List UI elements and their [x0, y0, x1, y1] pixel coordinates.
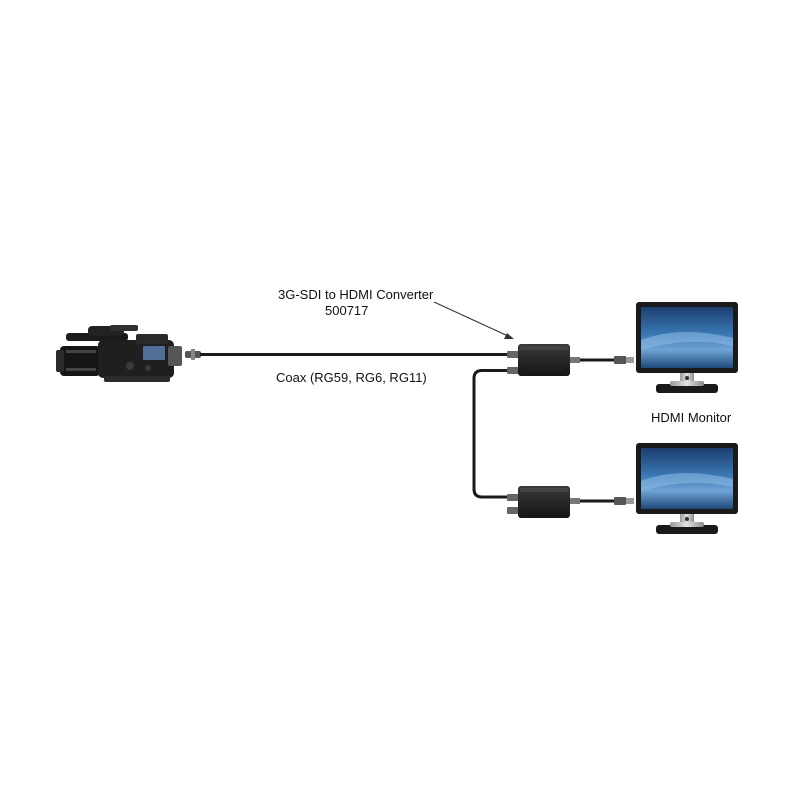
camera-sdi-connector — [185, 349, 201, 360]
hdmi-cable-1 — [570, 356, 634, 364]
camcorder-icon — [56, 325, 182, 382]
coax-cable-label: Coax (RG59, RG6, RG11) — [276, 370, 427, 385]
converter-part-number-label: 500717 — [325, 303, 369, 318]
converter-name-label: 3G-SDI to HDMI Converter — [278, 287, 434, 302]
monitor-label: HDMI Monitor — [651, 410, 732, 425]
hdmi-cable-2 — [570, 497, 634, 505]
converter-box-icon — [507, 486, 570, 518]
converter-pointer-arrow — [433, 301, 514, 339]
converter-box-icon — [507, 344, 570, 376]
coax-cable-loop — [472, 369, 507, 499]
lcd-monitor-icon — [636, 443, 738, 534]
lcd-monitor-icon — [636, 302, 738, 393]
